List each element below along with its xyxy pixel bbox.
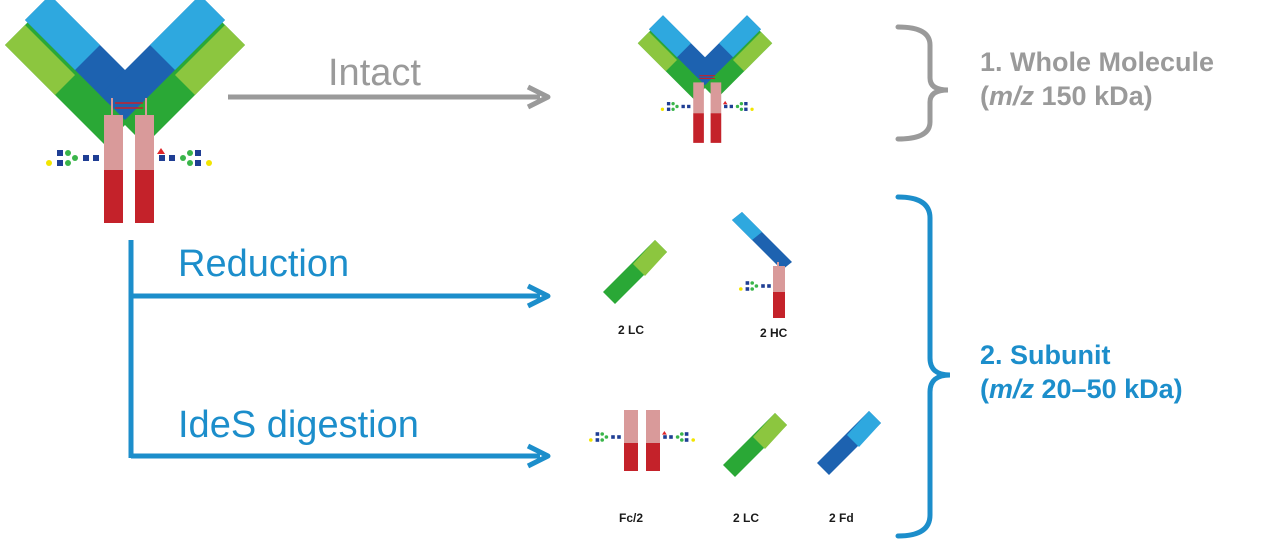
fc-lower-left	[104, 170, 123, 223]
glycan-right-icon	[157, 148, 212, 166]
subunit-label: 2. Subunit (m/z 20–50 kDa)	[980, 338, 1183, 406]
lc-ides-label: 2 LC	[733, 511, 759, 525]
subunit-mass: (m/z 20–50 kDa)	[980, 374, 1183, 404]
whole-molecule-label: 1. Whole Molecule (m/z 150 kDa)	[980, 45, 1214, 113]
subunit-title: 2. Subunit	[980, 340, 1111, 370]
fc-label: Fc/2	[619, 511, 643, 525]
light-chain-icon	[603, 240, 667, 304]
glycan-left-icon	[46, 150, 99, 166]
fd-label: 2 Fd	[829, 511, 854, 525]
whole-molecule-title: 1. Whole Molecule	[980, 47, 1215, 77]
reduction-label: Reduction	[178, 243, 349, 285]
heavy-chain-icon	[732, 212, 792, 318]
fd-fragment-icon	[817, 411, 881, 475]
ides-label: IdeS digestion	[178, 404, 419, 446]
antibody-large-icon	[5, 0, 245, 223]
fc-upper-left	[104, 115, 123, 170]
subunit-bracket	[895, 194, 951, 539]
fc-lower-right	[135, 170, 154, 223]
reduction-arrow	[131, 283, 551, 309]
fc-fragment-icon	[589, 410, 695, 471]
fc-upper-right	[135, 115, 154, 170]
light-chain-ides-icon	[723, 413, 787, 477]
hc-reduction-label: 2 HC	[760, 326, 788, 340]
whole-molecule-mass: (m/z 150 kDa)	[980, 81, 1153, 111]
whole-molecule-bracket	[895, 24, 949, 142]
lc-reduction-label: 2 LC	[618, 323, 644, 337]
ides-arrow	[131, 443, 551, 469]
intact-label: Intact	[328, 52, 421, 94]
intact-arrow	[228, 84, 551, 110]
antibody-small-icon	[637, 15, 773, 143]
